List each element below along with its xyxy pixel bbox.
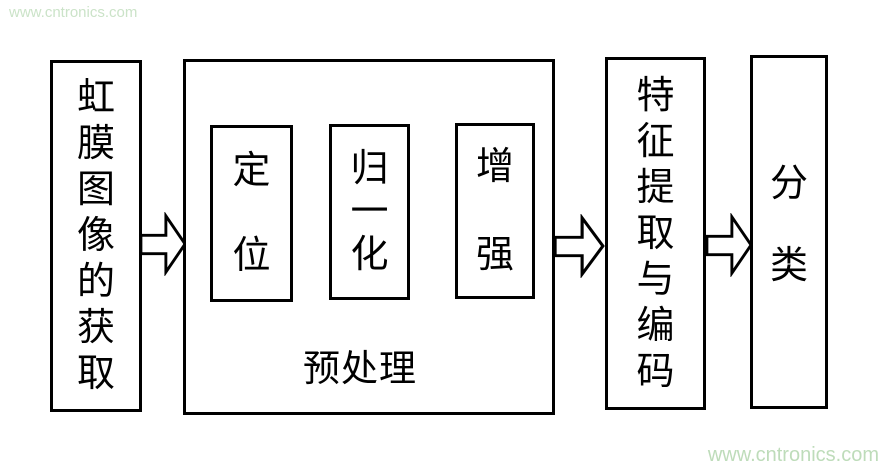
node-classification-label: 分类 [769,163,808,287]
node-localization-label: 定位 [232,149,271,277]
watermark-bottom-right: www.cntronics.com [707,444,879,466]
flow-arrow-right-icon [553,214,605,278]
flow-arrow-right-icon [705,213,753,277]
node-classification: 分类 [750,55,828,409]
flow-arrow-right-icon [139,212,187,276]
node-normalization-label: 归一化 [350,147,389,276]
node-localization: 定位 [210,125,293,302]
node-iris-image-acquisition: 虹膜图像的获取 [50,60,142,412]
node-iris-image-acquisition-label: 虹膜图像的获取 [76,77,115,395]
node-feature-extraction-and-encoding-label: 特征提取与编码 [636,74,675,393]
node-feature-extraction-and-encoding: 特征提取与编码 [605,57,706,410]
node-normalization: 归一化 [329,124,410,300]
node-preprocessing: 定位 归一化 增强 预处理 [183,59,555,415]
node-enhancement-label: 增强 [475,146,514,276]
node-preprocessing-label: 预处理 [303,349,417,390]
node-enhancement: 增强 [455,123,535,299]
watermark-top-left: www.cntronics.com [9,4,138,21]
